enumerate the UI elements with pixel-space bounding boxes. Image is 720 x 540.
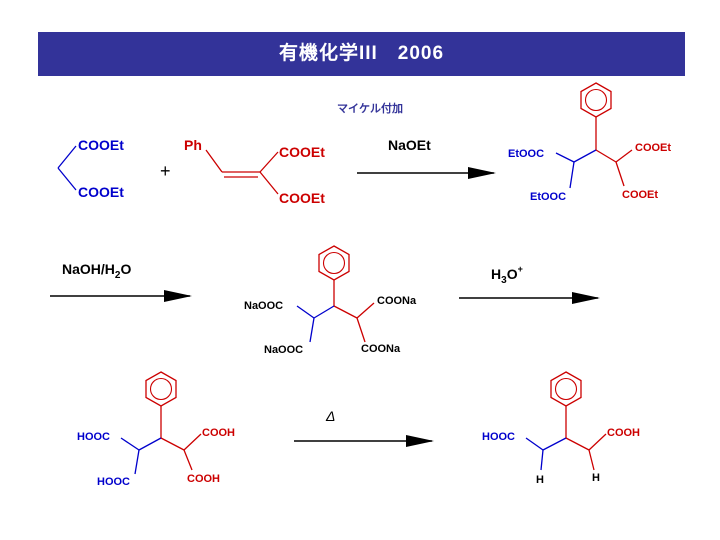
tetra-sodium-salt: NaOOC NaOOC COONa COONa — [244, 245, 417, 356]
title-bar: 有機化学III 2006 — [38, 32, 685, 76]
phenyl-label: Ph — [184, 137, 202, 153]
adduct-ester-right-bottom: COOEt — [622, 189, 658, 201]
acid-left-top: HOOC — [77, 431, 110, 443]
reagent-naoh-water: NaOH/H2O — [62, 261, 131, 281]
malonate-ester-bottom: COOEt — [78, 184, 124, 200]
product-acid-right: COOH — [607, 427, 640, 439]
product-h-right: H — [592, 472, 600, 484]
alkene-ester-top: COOEt — [279, 144, 325, 160]
product-acid-left: HOOC — [482, 431, 515, 443]
acid-left-bottom: HOOC — [97, 476, 130, 488]
glutaric-acid-product: HOOC COOH H H — [482, 371, 640, 486]
reaction-name-label: マイケル付加 — [337, 101, 403, 115]
product-h-left: H — [536, 474, 544, 486]
benzylidene-malonate: Ph COOEt COOEt — [184, 137, 325, 206]
page-title: 有機化学III 2006 — [278, 43, 445, 64]
reagent-heat: Δ — [325, 408, 335, 424]
reagent-hydronium: H3O+ — [491, 264, 523, 286]
salt-left-top: NaOOC — [244, 300, 283, 312]
reagent-naoet: NaOEt — [388, 137, 431, 153]
alkene-ester-bottom: COOEt — [279, 190, 325, 206]
salt-right-top: COONa — [377, 295, 417, 307]
adduct-ester-left-top: EtOOC — [508, 148, 544, 160]
malonate-ester-top: COOEt — [78, 137, 124, 153]
plus-sign: + — [160, 161, 171, 181]
tetracarboxylic-acid: HOOC HOOC COOH COOH — [77, 371, 235, 488]
acid-right-bottom: COOH — [187, 473, 220, 485]
acid-right-top: COOH — [202, 427, 235, 439]
adduct-ester-left-bottom: EtOOC — [530, 191, 566, 203]
michael-adduct: EtOOC EtOOC COOEt COOEt — [508, 82, 671, 203]
adduct-ester-right-top: COOEt — [635, 142, 671, 154]
salt-left-bottom: NaOOC — [264, 344, 303, 356]
salt-right-bottom: COONa — [361, 343, 401, 355]
diethyl-malonate: COOEt COOEt — [57, 137, 124, 200]
